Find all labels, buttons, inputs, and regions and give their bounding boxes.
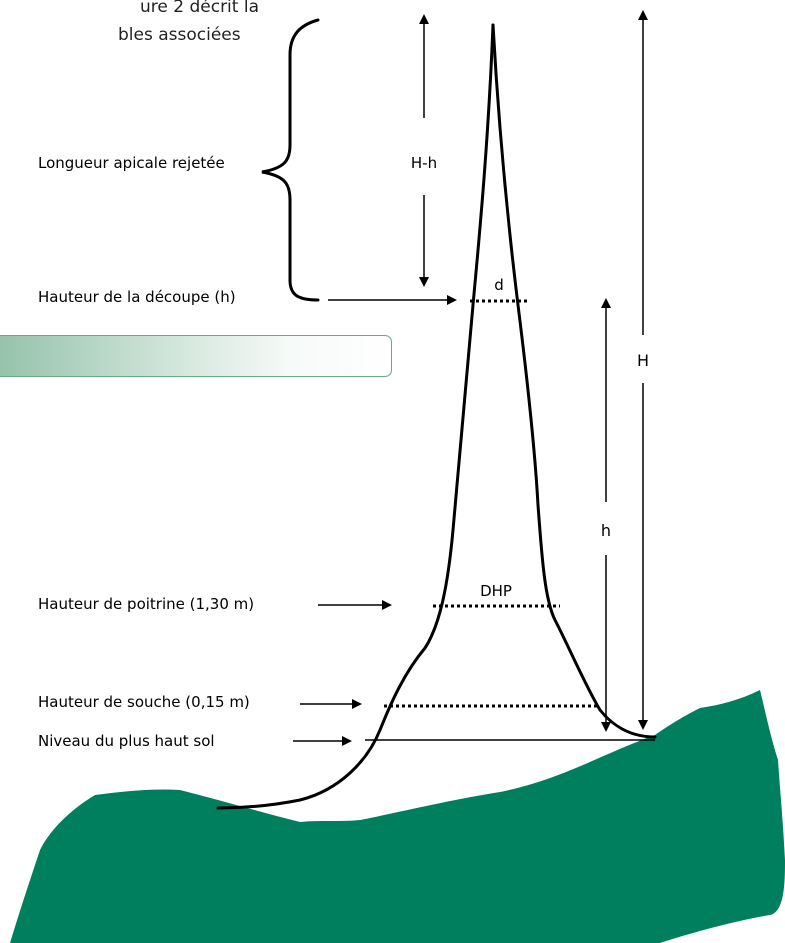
label-apical-length: Longueur apicale rejetée xyxy=(38,154,225,172)
ground-shape xyxy=(10,690,785,943)
measure-total-height: H xyxy=(637,351,649,370)
tree-trunk-left-outline xyxy=(216,23,495,810)
apical-length-brace xyxy=(261,18,320,302)
measure-breast-diameter: DHP xyxy=(480,582,512,600)
label-ground-level: Niveau du plus haut sol xyxy=(38,732,215,750)
partial-text-line-1: ure 2 décrit la xyxy=(140,0,259,17)
label-breast-height: Hauteur de poitrine (1,30 m) xyxy=(38,595,254,613)
green-gradient-banner xyxy=(0,335,392,377)
tree-trunk-right-outline xyxy=(491,23,657,739)
partial-text-line-2: bles associées xyxy=(118,25,241,45)
label-stump-height: Hauteur de souche (0,15 m) xyxy=(38,693,250,711)
measure-h-minus-h: H-h xyxy=(411,154,437,172)
measure-cut-height: h xyxy=(601,521,611,540)
label-cut-height: Hauteur de la découpe (h) xyxy=(38,288,236,306)
measure-cut-diameter: d xyxy=(494,276,504,294)
